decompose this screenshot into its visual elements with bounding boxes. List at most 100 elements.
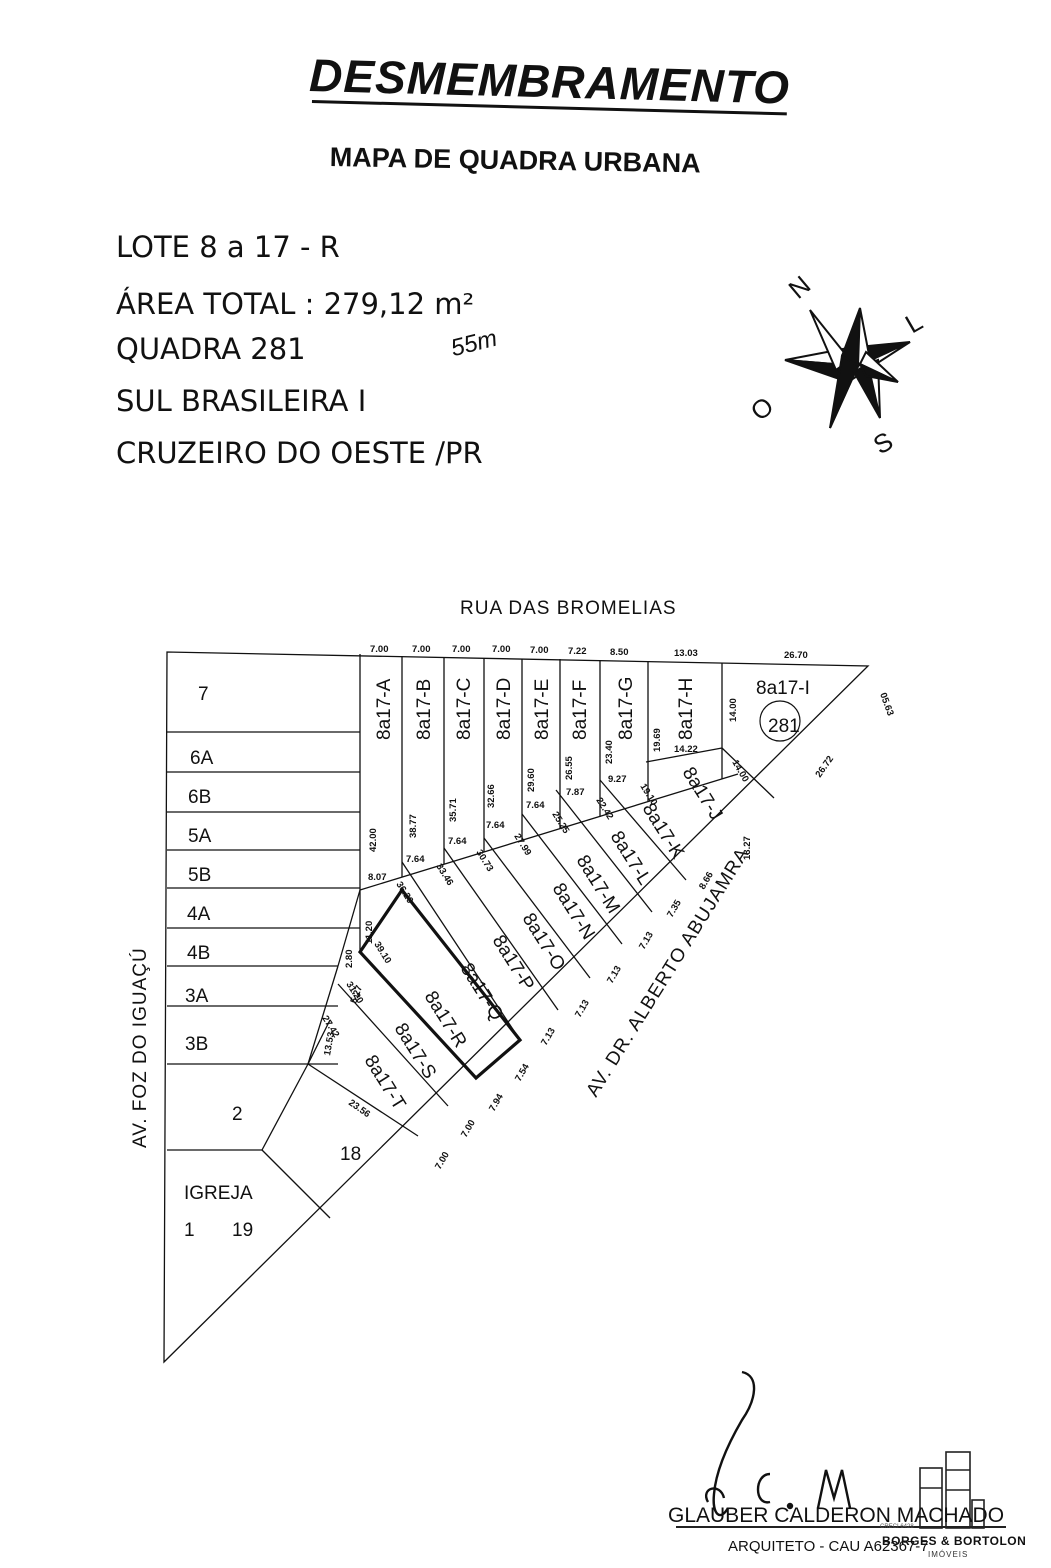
- signer-name: GLAUBER CALDERON MACHADO: [668, 1504, 1005, 1527]
- dim-i-edge: 05.63: [877, 691, 895, 717]
- company-logo-icon: [919, 1451, 985, 1529]
- dim-edge-280: 2.80: [344, 950, 355, 969]
- dim-top-g: 8.50: [610, 647, 629, 658]
- dim-b-depth: 38.77: [408, 814, 419, 838]
- dim-h-depth: 19.69: [652, 728, 663, 752]
- signer-role: ARQUITETO - CAU A62367-7: [728, 1538, 929, 1555]
- dim-18-edge: 23.56: [346, 1097, 372, 1120]
- compass-rose-icon: [784, 307, 911, 429]
- dim-o-depth: 30.73: [473, 848, 495, 874]
- lot-4b: 4B: [187, 943, 210, 964]
- block-number: 281: [768, 716, 800, 737]
- dim-d-depth: 32.66: [486, 784, 497, 808]
- dim-b-bottom: 7.64: [406, 854, 425, 865]
- dim-i-bottom: 26.72: [813, 754, 836, 780]
- lot-8a17-c: 8a17-C: [454, 678, 475, 740]
- dim-t-left: 13.53: [322, 1031, 337, 1056]
- lot-2: 2: [232, 1104, 243, 1125]
- dim-front-s: 7.00: [459, 1118, 478, 1140]
- dim-top-f: 7.22: [568, 646, 587, 657]
- lot-6b: 6B: [188, 787, 211, 808]
- highlighted-lot-outline: [357, 887, 523, 1081]
- dim-i-left: 14.00: [728, 698, 739, 722]
- dim-h-bottom: 14.22: [674, 744, 698, 755]
- compass-s-label: S: [868, 426, 898, 461]
- dim-m-depth: 25.25: [549, 810, 571, 837]
- street-rua-das-bromelias: RUA DAS BROMELIAS: [460, 598, 677, 619]
- lot-8a17-f: 8a17-F: [570, 680, 591, 740]
- lot-18: 18: [340, 1144, 361, 1165]
- dim-p-depth: 33.46: [433, 862, 455, 888]
- block-number-circle: [759, 700, 801, 742]
- info-bairro: SUL BRASILEIRA I: [116, 384, 367, 418]
- info-area-total: ÁREA TOTAL : 279,12 m²: [116, 287, 475, 321]
- dim-f-depth: 26.55: [564, 756, 575, 780]
- dim-e-bottom: 7.64: [526, 800, 545, 811]
- dim-f-bottom: 7.87: [566, 787, 585, 798]
- logo-creci: CRECI 6428: [880, 1524, 914, 1530]
- lot-igreja: IGREJA: [184, 1183, 253, 1204]
- lot-8a17-t: 8a17-T: [360, 1052, 410, 1115]
- lot-8a17-q: 8a17-Q: [456, 960, 507, 1025]
- lot-8a17-b: 8a17-B: [414, 679, 435, 740]
- lot-4a: 4A: [187, 904, 211, 925]
- dim-top-i: 26.70: [784, 650, 808, 661]
- lot-8a17-d: 8a17-D: [494, 678, 515, 740]
- dim-front-l: 7.35: [665, 897, 684, 919]
- street-av-foz-do-iguacu: AV. FOZ DO IGUAÇÚ: [129, 947, 151, 1148]
- dim-front-m: 7.13: [637, 930, 656, 952]
- compass-n-label: N: [783, 270, 817, 305]
- dim-j-top: 14.00: [729, 758, 750, 784]
- lot-1: 1: [184, 1220, 195, 1241]
- dim-a-bottom: 8.07: [368, 872, 387, 883]
- dim-q-depth: 36.20: [393, 880, 415, 906]
- info-lote: LOTE 8 a 17 - R: [116, 230, 340, 264]
- dim-top-h: 13.03: [674, 648, 698, 659]
- lot-8a17-g: 8a17-G: [616, 677, 637, 740]
- lot-8a17-l: 8a17-L: [606, 828, 655, 889]
- dim-front-q: 7.54: [513, 1061, 532, 1083]
- lot-8a17-e: 8a17-E: [532, 679, 553, 740]
- dim-top-a: 7.00: [370, 644, 389, 655]
- lot-8a17-r: 8a17-R: [420, 988, 471, 1052]
- info-quadra: QUADRA 281: [116, 332, 306, 366]
- dim-c-bottom: 7.64: [448, 836, 467, 847]
- dim-top-d: 7.00: [492, 644, 511, 655]
- dim-front-o: 7.13: [573, 998, 592, 1020]
- lot-8a17-a: 8a17-A: [374, 678, 395, 740]
- lot-7: 7: [198, 684, 209, 705]
- signature-line: [676, 1526, 1006, 1528]
- lot-3a: 3A: [185, 986, 209, 1007]
- dim-g-depth: 23.40: [604, 740, 615, 764]
- dim-front-n: 7.13: [605, 964, 624, 986]
- logo-company-name: BORGES & BORTOLON: [882, 1534, 1027, 1548]
- info-cidade: CRUZEIRO DO OESTE /PR: [116, 436, 483, 470]
- lot-8a17-i: 8a17-I: [756, 678, 810, 699]
- compass-o-label: O: [745, 391, 780, 427]
- lot-6a: 6A: [190, 748, 214, 769]
- dim-a-depth: 42.00: [368, 828, 379, 852]
- dim-d-bottom: 7.64: [486, 820, 505, 831]
- signature-image: [705, 1370, 852, 1517]
- dim-top-c: 7.00: [452, 644, 471, 655]
- compass-l-label: L: [900, 306, 928, 339]
- lot-8a17-j: 8a17-J: [678, 764, 727, 824]
- lot-19: 19: [232, 1220, 253, 1241]
- block-lines: [163, 651, 870, 1364]
- dim-top-b: 7.00: [412, 644, 431, 655]
- lot-8a17-h: 8a17-H: [676, 678, 697, 740]
- dim-front-t: 7.00: [433, 1150, 452, 1172]
- dim-g-bottom: 9.27: [608, 774, 627, 785]
- dim-e-depth: 29.60: [526, 768, 537, 792]
- logo-company-sub: IMÓVEIS: [928, 1550, 969, 1559]
- dim-front-r: 7.94: [487, 1091, 506, 1113]
- lot-5a: 5A: [188, 826, 212, 847]
- dim-n-depth: 27.99: [511, 832, 533, 858]
- lot-5b: 5B: [188, 865, 211, 886]
- lot-3b: 3B: [185, 1034, 208, 1055]
- dim-r-left: 11.20: [364, 921, 375, 944]
- dim-c-depth: 35.71: [448, 798, 459, 822]
- dim-j-side: 13.27: [742, 836, 753, 860]
- dim-top-e: 7.00: [530, 645, 549, 656]
